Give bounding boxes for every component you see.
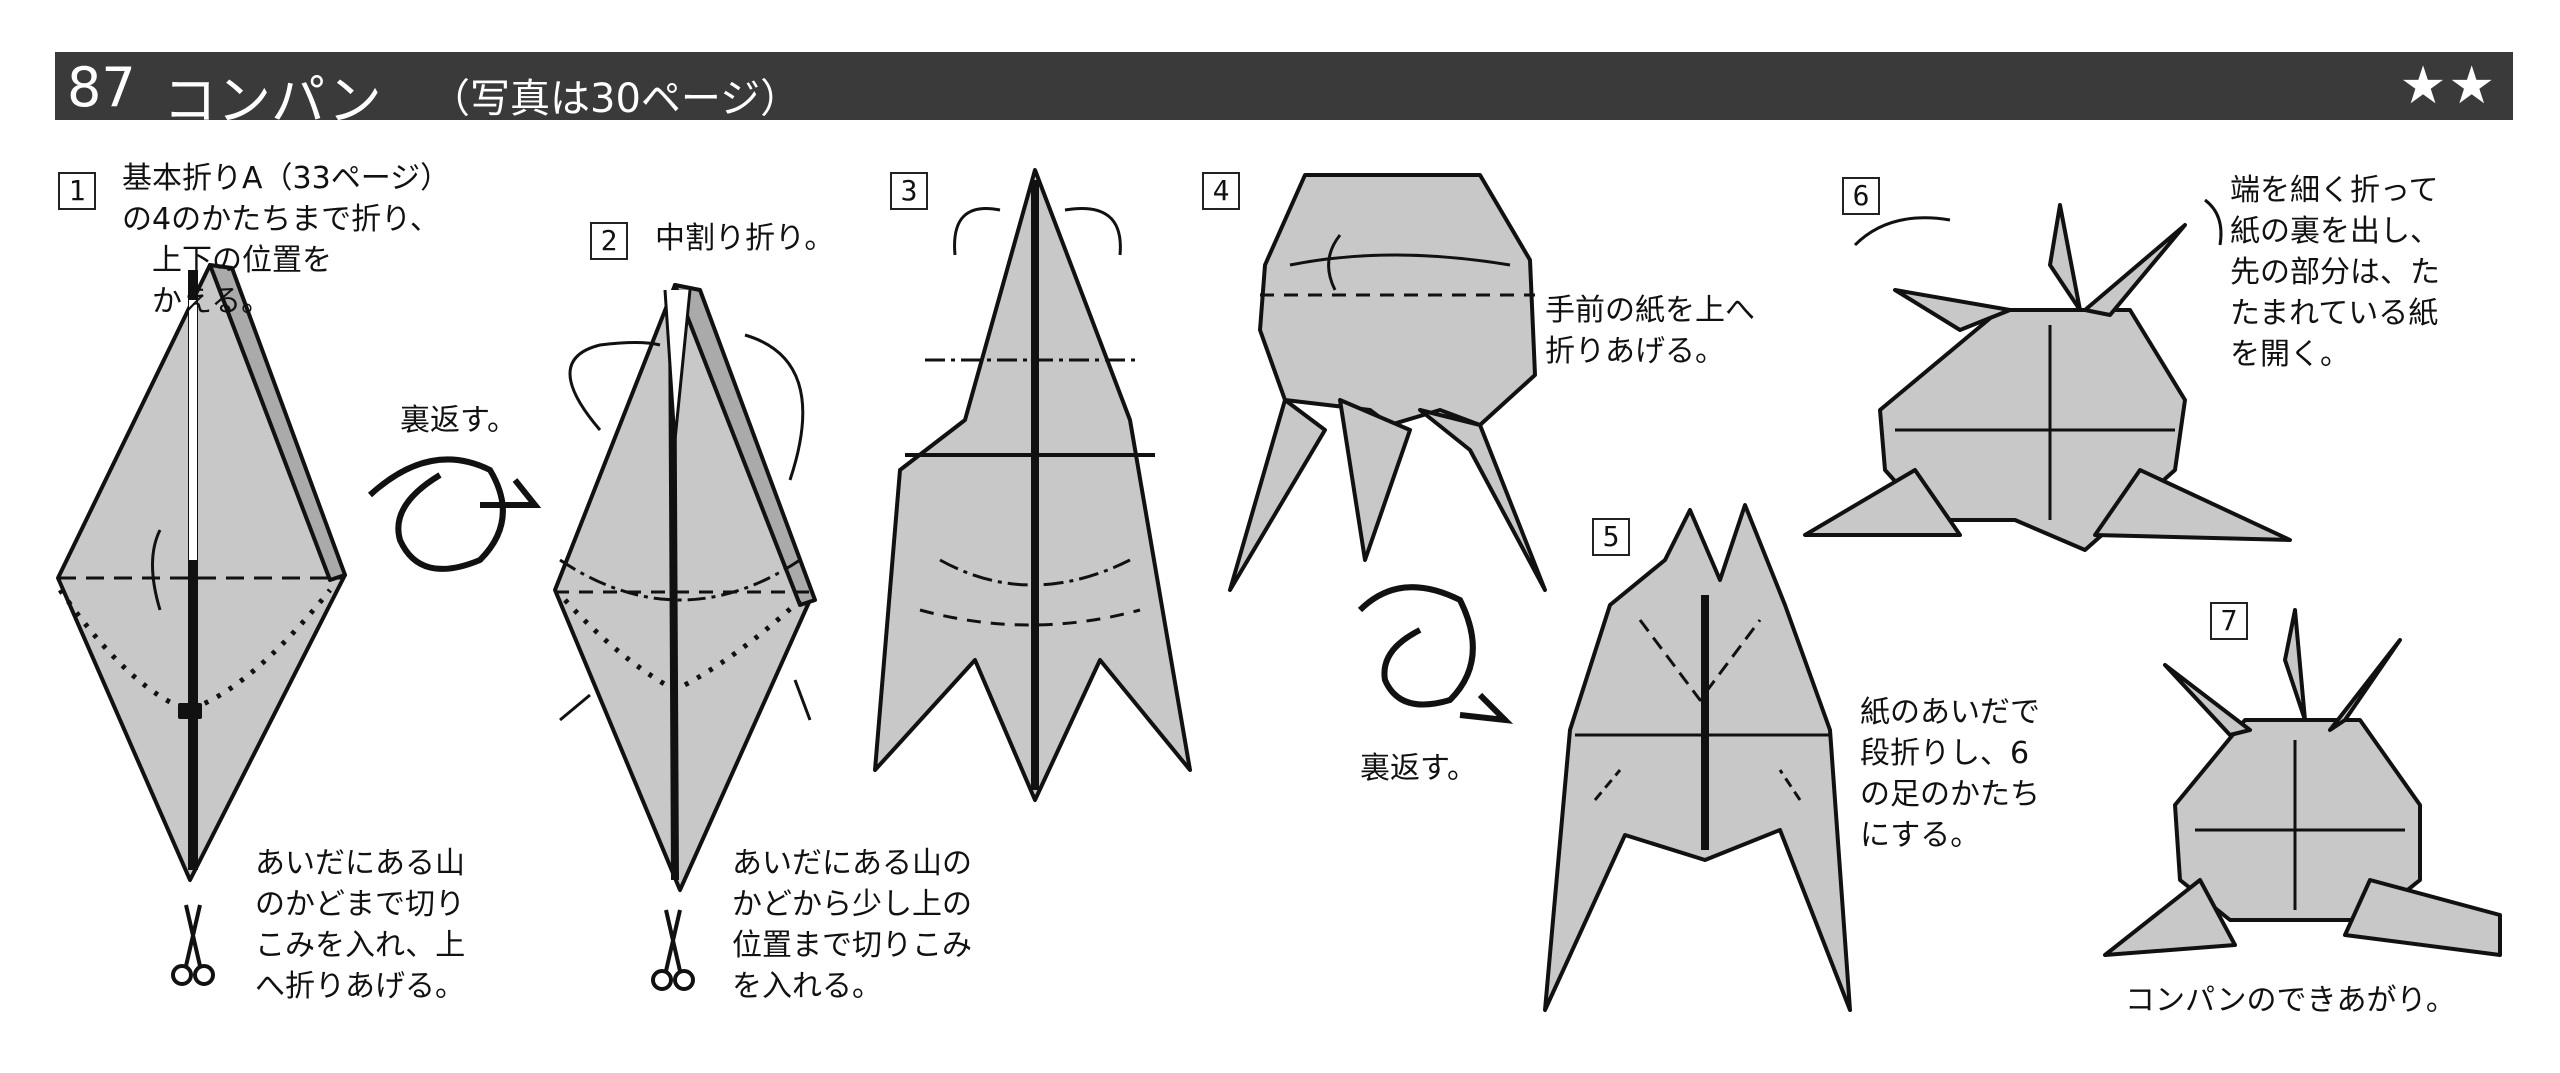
step-number-1: 1 [58,172,96,210]
step1-diagram [56,263,347,882]
step-number-5: 5 [1592,518,1630,556]
scissors-icons [171,904,695,991]
difficulty-stars: ★★ [2399,56,2497,116]
step-number-6: 6 [1842,177,1880,215]
model-number: 87 [67,56,136,119]
step3-diagram [873,168,1192,802]
flip-arrow-2 [1357,584,1476,708]
step2-diagram [553,283,817,892]
step-number-3: 3 [890,172,928,210]
cut-note-1: あいだにある山 のかどまで切り こみを入れ、上 へ折りあげる。 [255,846,466,1004]
step5-diagram [1543,503,1852,1012]
step6-diagram [1803,198,2292,552]
photo-page-reference: （写真は30ページ） [430,76,801,122]
fold-note-5: 紙のあいだで 段折りし、6 の足のかたち にする。 [1860,695,2040,853]
fold-note-4: 手前の紙を上へ 折りあげる。 [1545,293,1755,369]
completion-note: コンパンのできあがり。 [2125,983,2456,1018]
step-number-4: 4 [1202,172,1240,210]
fold-note-6: 端を細く折って 紙の裏を出し、 先の部分は、た たまれている紙 を開く。 [2230,173,2440,372]
step-number-2: 2 [590,222,628,260]
step4-diagram [1228,173,1547,592]
cut-note-2: あいだにある山の かどから少し上の 位置まで切りこみ を入れる。 [732,846,972,1004]
flip-note-2: 裏返す。 [1360,751,1477,786]
step1-text: 基本折りA（33ページ） の4のかたちまで折り、 上下の位置を かえる。 [122,161,451,319]
flip-note-1: 裏返す。 [400,403,517,438]
step-number-7: 7 [2210,602,2248,640]
step7-diagram [2103,608,2502,957]
flip-arrow-1 [367,456,506,572]
title-bar: 87 コンパン （写真は30ページ） ★★ [55,52,2513,132]
model-name: コンパン [163,69,382,132]
step2-text: 中割り折り。 [655,221,835,256]
